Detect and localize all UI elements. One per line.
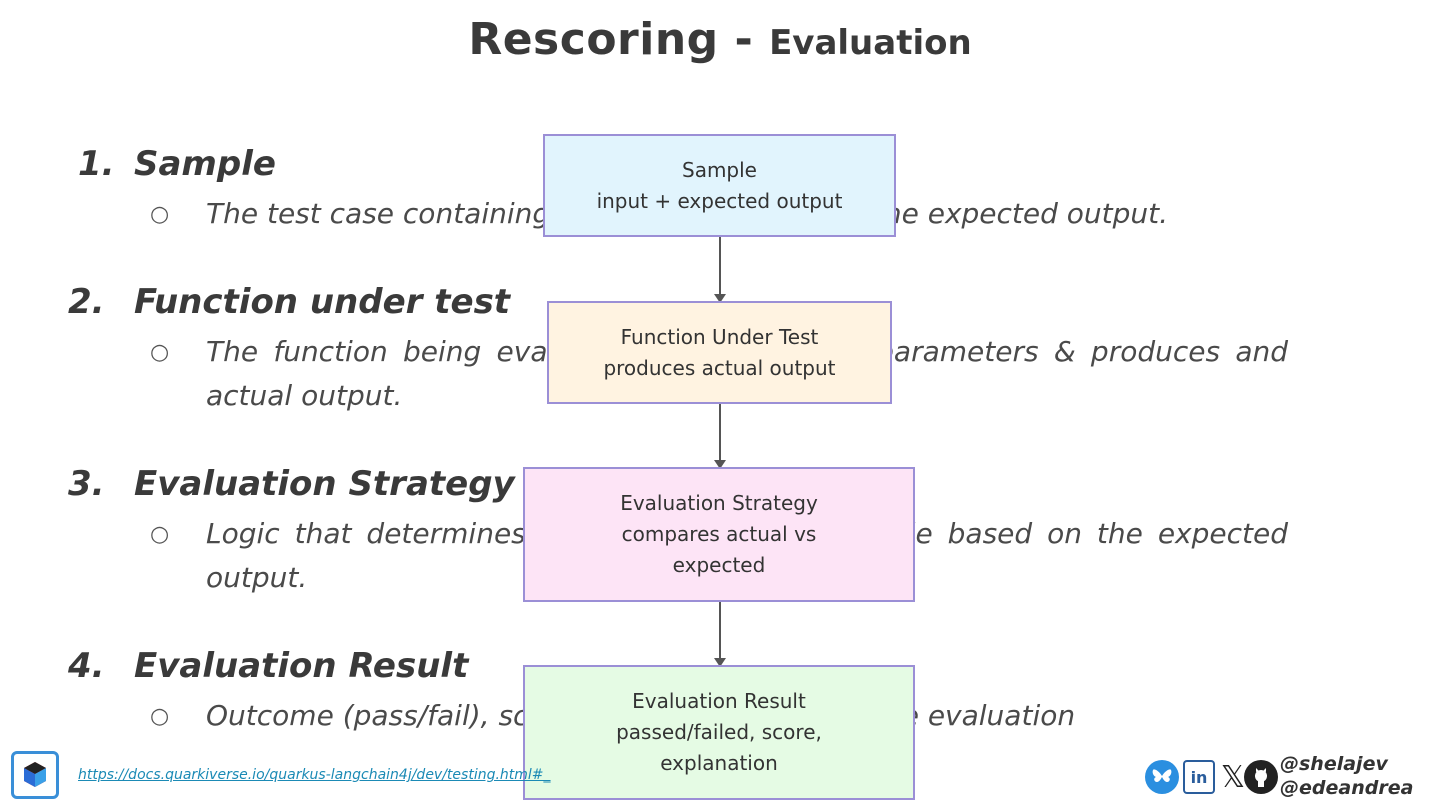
- page-title: Rescoring - Evaluation: [0, 14, 1440, 65]
- handle-shelajev: @shelajev: [1280, 753, 1388, 775]
- item-number: 3.: [68, 464, 105, 504]
- bluesky-icon[interactable]: [1145, 760, 1179, 794]
- box-line: compares actual vs: [621, 522, 817, 546]
- bullet: ○: [150, 704, 170, 729]
- box-line: input + expected output: [596, 188, 843, 213]
- item-number: 2.: [68, 282, 105, 322]
- box-line: Evaluation Result: [632, 689, 806, 713]
- box-line: expected: [672, 553, 766, 577]
- item-number: 4.: [68, 646, 105, 686]
- github-icon[interactable]: [1244, 760, 1278, 794]
- author-handles: @shelajev @edeandrea: [1280, 752, 1413, 800]
- box-line: Evaluation Strategy: [620, 491, 818, 515]
- linkedin-icon[interactable]: in: [1183, 760, 1215, 794]
- box-line: Sample: [682, 157, 757, 182]
- diagram-box-function-under-test: Function Under Test produces actual outp…: [547, 301, 892, 404]
- diagram-box-evaluation-strategy: Evaluation Strategy compares actual vs e…: [523, 467, 915, 602]
- quarkus-logo-icon: [11, 751, 59, 799]
- bullet: ○: [150, 340, 170, 365]
- bullet: ○: [150, 202, 170, 227]
- x-icon[interactable]: 𝕏: [1220, 759, 1246, 795]
- box-line: explanation: [660, 751, 778, 775]
- diagram-box-evaluation-result: Evaluation Result passed/failed, score, …: [523, 665, 915, 800]
- item-heading: Function under test: [134, 282, 511, 322]
- page-title-sub: Evaluation: [769, 23, 972, 63]
- bullet: ○: [150, 522, 170, 547]
- item-number: 1.: [78, 144, 115, 184]
- docs-link[interactable]: https://docs.quarkiverse.io/quarkus-lang…: [78, 767, 551, 783]
- box-line: produces actual output: [603, 355, 836, 380]
- handle-edeandrea: @edeandrea: [1280, 777, 1414, 799]
- box-line: passed/failed, score,: [616, 720, 822, 744]
- flow-arrow: [714, 602, 726, 667]
- item-heading: Evaluation Result: [134, 646, 469, 686]
- item-heading: Sample: [134, 144, 276, 184]
- item-heading: Evaluation Strategy: [134, 464, 515, 504]
- box-line: Function Under Test: [620, 324, 819, 349]
- flow-arrow: [714, 237, 726, 303]
- page-title-main: Rescoring -: [468, 14, 770, 65]
- flow-arrow: [714, 404, 726, 469]
- diagram-box-sample: Sample input + expected output: [543, 134, 896, 237]
